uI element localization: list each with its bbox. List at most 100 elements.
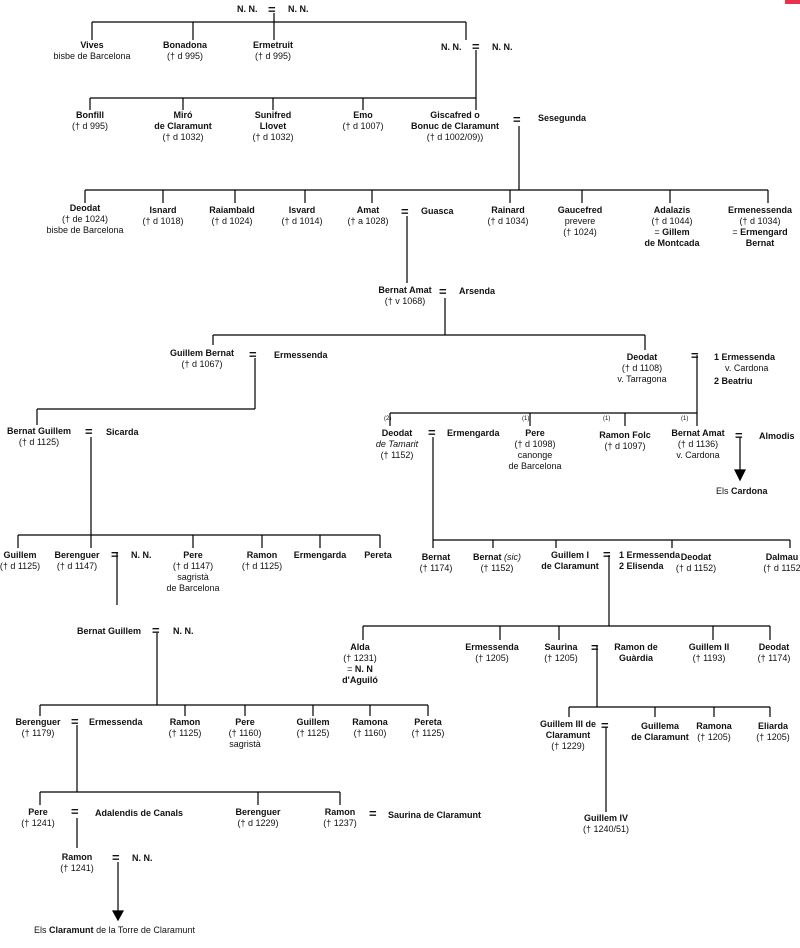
- person-bernat-sic: Bernat (sic)(† 1152): [472, 552, 522, 573]
- spouse-arsenda: Arsenda: [459, 286, 496, 296]
- person-berenguer-1229: Berenguer(† d 1229): [235, 807, 281, 828]
- line-els-cardona: Els Cardona: [716, 486, 768, 496]
- spouse-1-note: v. Cardona: [725, 363, 769, 373]
- person-raiambald: Raiambald(† d 1024): [209, 205, 255, 226]
- marriage-sign: =: [249, 347, 257, 362]
- person-deodat-1152: Deodat(† d 1152): [675, 552, 717, 573]
- person-guillem: Guillem(† d 1125): [0, 550, 41, 571]
- marriage-sign: =: [85, 424, 93, 439]
- person-guillem-iv: Guillem IV(† 1240/51): [582, 813, 630, 834]
- person-ramon-1241: Ramon(† 1241): [60, 852, 94, 873]
- person-ermessenda-1205: Ermessenda(† 1205): [465, 642, 519, 663]
- marriage-sign: =: [601, 718, 609, 733]
- person-guillem-bernat: Guillem Bernat(† d 1067): [169, 348, 235, 369]
- person-amat: Amat(† a 1028): [347, 205, 389, 226]
- marriage-number: (1): [522, 416, 530, 422]
- person-emo: Emo(† d 1007): [342, 110, 384, 131]
- gen1-parent2: N. N.: [288, 4, 309, 14]
- corner-mark: [785, 0, 800, 4]
- spouse-saurina-de-claramunt: Saurina de Claramunt: [388, 810, 482, 820]
- spouse-nn-3: N. N.: [132, 853, 153, 863]
- marriage-number: (2): [384, 416, 392, 422]
- spouse-1-ermessenda: 1 Ermessenda: [619, 550, 681, 560]
- person-bernat-amat: Bernat Amat(† v 1068): [378, 285, 432, 306]
- marriage-sign: =: [71, 714, 79, 729]
- spouse-2-beatriu: 2 Beatriu: [714, 376, 753, 386]
- person-berenguer: Berenguer(† d 1147): [54, 550, 100, 571]
- person-bernat-guillem-2: Bernat Guillem: [77, 626, 142, 636]
- spouse-sesegunda: Sesegunda: [538, 113, 587, 123]
- person-bonadona: Bonadona(† d 995): [163, 40, 207, 61]
- marriage-sign: =: [513, 112, 521, 127]
- spouse-nn: N. N.: [131, 550, 152, 560]
- person-rainard: Rainard(† d 1034): [487, 205, 529, 226]
- spouse-1-ermessenda: 1 Ermessenda: [714, 352, 776, 362]
- marriage-sign: =: [111, 547, 119, 562]
- person-ramona-1160: Ramona(† 1160): [352, 717, 388, 738]
- person-berenguer-1179: Berenguer(† 1179): [15, 717, 61, 738]
- marriage-sign: =: [369, 806, 377, 821]
- person-ramon-1125: Ramon(† 1125): [168, 717, 202, 738]
- marriage-sign: =: [735, 428, 743, 443]
- spouse-sicarda: Sicarda: [106, 427, 139, 437]
- marriage-sign: =: [268, 2, 276, 17]
- person-isnard: Isnard(† d 1018): [142, 205, 184, 226]
- person-ramon: Ramon(† d 1125): [241, 550, 283, 571]
- person-isvard: Isvard(† d 1014): [281, 205, 323, 226]
- marriage-sign: =: [112, 850, 120, 865]
- person-pereta: Pereta: [364, 550, 392, 560]
- spouse-ermessenda-2: Ermessenda: [89, 717, 143, 727]
- person-pereta-1125: Pereta(† 1125): [411, 717, 445, 738]
- person-guillem-1125: Guillem(† 1125): [296, 717, 330, 738]
- person-pere-1160: Pere(† 1160)sagristà: [228, 717, 262, 749]
- person-deodat-1174: Deodat(† 1174): [757, 642, 791, 663]
- gen1-nn2: N. N.: [492, 42, 513, 52]
- marriage-sign: =: [591, 640, 599, 655]
- person-bernat-amat-cardona: Bernat Amat(† d 1136)v. Cardona: [671, 428, 725, 460]
- spouse-almodis: Almodis: [759, 431, 795, 441]
- person-deodat-tarragona: Deodat(† d 1108)v. Tarragona: [617, 352, 667, 384]
- person-bernat-1174: Bernat(† 1174): [419, 552, 453, 573]
- person-ramona-1205: Ramona(† 1205): [696, 721, 732, 742]
- spouse-ermengarda: Ermengarda: [447, 428, 500, 438]
- spouse-nn-2: N. N.: [173, 626, 194, 636]
- gen1-parent1: N. N.: [237, 4, 258, 14]
- marriage-sign: =: [472, 39, 480, 54]
- marriage-sign: =: [71, 804, 79, 819]
- person-pere-1241: Pere(† 1241): [21, 807, 55, 828]
- person-bonfill: Bonfill(† d 995): [71, 110, 109, 131]
- marriage-sign: =: [152, 623, 160, 638]
- marriage-sign: =: [428, 425, 436, 440]
- person-eliarda: Eliarda(† 1205): [756, 721, 790, 742]
- footer-lineage: Els Claramunt de la Torre de Claramunt: [34, 925, 195, 935]
- marriage-number: (1): [681, 416, 689, 422]
- person-dalmau: Dalmau(† d 1152: [763, 552, 800, 573]
- spouse-guasca: Guasca: [421, 206, 454, 216]
- marriage-sign: =: [603, 547, 611, 562]
- person-guillem-ii: Guillem II(† 1193): [688, 642, 730, 663]
- spouse-2-elisenda: 2 Elisenda: [619, 561, 664, 571]
- marriage-number: (1): [603, 416, 611, 422]
- gen1-nn1: N. N.: [441, 42, 462, 52]
- person-ramon-folc: Ramon Folc(† d 1097): [599, 430, 651, 451]
- person-saurina: Saurina(† 1205): [544, 642, 578, 663]
- person-ermengarda: Ermengarda: [293, 550, 347, 560]
- spouse-ermessenda: Ermessenda: [274, 350, 328, 360]
- spouse-adalendis: Adalendis de Canals: [95, 808, 184, 818]
- marriage-sign: =: [439, 284, 447, 299]
- marriage-sign: =: [691, 348, 699, 363]
